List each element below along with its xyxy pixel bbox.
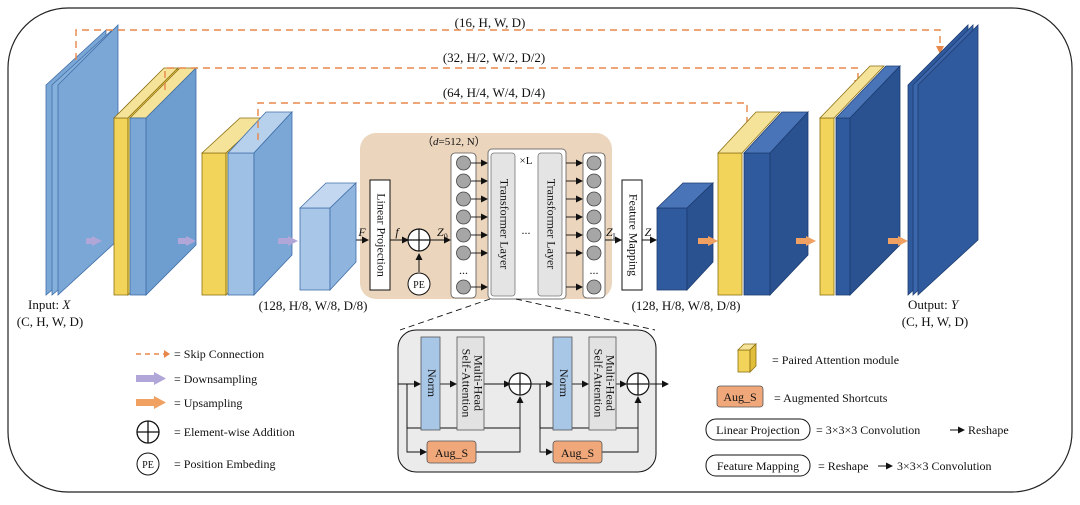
dims-label: （d=512, N） [422, 135, 486, 148]
label-ZL: ZL [606, 225, 618, 241]
mhsa-block-1 [456, 336, 485, 431]
label-f: f [395, 225, 400, 239]
layer-ellipsis: ... [522, 223, 531, 237]
skip-label-3: (64, H/4, W/4, D/4) [443, 85, 545, 100]
pe-circle [407, 272, 431, 296]
token-nodes-out [586, 155, 602, 295]
output-volume [907, 24, 979, 296]
norm-label-2: Norm [557, 369, 571, 398]
encoder-stage-3 [299, 182, 357, 292]
legend-fm-conv: 3×3×3 Convolution [897, 459, 992, 473]
legend-lp-eq: = 3×3×3 Convolution [816, 423, 920, 437]
aug-s-block-1 [426, 440, 477, 464]
output-label: Output: Y [908, 297, 960, 312]
input-label: Input: X [28, 297, 71, 312]
detail-add-1 [508, 372, 532, 396]
transformer-block [360, 133, 612, 299]
aug-s-block-2 [552, 440, 603, 464]
downsampling-arrow [288, 236, 298, 246]
detail-add-2 [626, 372, 650, 396]
feature-mapping-box [621, 179, 643, 291]
add-circle [407, 228, 431, 252]
aug-s-label-2: Aug_S [561, 446, 594, 460]
skip-connections [75, 29, 944, 140]
legend-add-icon [136, 420, 160, 444]
token-arrows-in [471, 159, 488, 291]
upsampling-arrow [708, 236, 718, 246]
transformer-layer-2 [537, 152, 563, 297]
legend-aug: = Augmented Shortcuts [774, 391, 888, 405]
mhsa-label-2a: Multi-Head [603, 355, 617, 411]
input-shape: (C, H, W, D) [17, 314, 83, 329]
linear-projection-label: Linear Projection [374, 193, 388, 277]
legend-paired: = Paired Attention module [772, 353, 899, 367]
token-column-in [450, 152, 477, 299]
linear-projection-box [369, 179, 391, 291]
pe-label: PE [413, 280, 425, 291]
decoder-stage-2 [717, 110, 809, 297]
upsampling-arrow [806, 236, 816, 246]
upsampling-arrow [898, 236, 908, 246]
decoder-bottleneck-shape: (128, H/8, W/8, D/8) [632, 298, 741, 313]
encoder-stage-2 [200, 110, 293, 297]
legend-paired-icon [737, 343, 757, 373]
legend-up-swatch [136, 399, 154, 406]
transformer-layer-2-label: Transformer Layer [544, 179, 558, 270]
legend-aug-badge: Aug_S [723, 390, 756, 404]
aug-s-label-1: Aug_S [435, 446, 468, 460]
token-arrows-out [566, 159, 583, 291]
legend-down: = Downsampling [174, 372, 257, 386]
norm-block-2 [552, 336, 573, 431]
mhsa-block-2 [588, 336, 617, 431]
mhsa-label-1a: Multi-Head [471, 355, 485, 411]
token-column-out [582, 152, 606, 299]
legend-fm-eq: = Reshape [818, 459, 868, 473]
transformer-layer-1-label: Transformer Layer [497, 179, 511, 270]
token-nodes-in [456, 155, 471, 295]
legend-lp-badge-box [705, 418, 811, 441]
downsampling-arrow [92, 236, 102, 246]
decoder-stage-3 [656, 182, 714, 292]
legend-pe-icon [136, 452, 160, 476]
label-Z: Z [645, 225, 652, 239]
legend-aug-icon [716, 385, 764, 408]
legend-down-swatch [136, 375, 154, 382]
norm-label-1: Norm [425, 369, 439, 398]
legend-fm-badge: Feature Mapping [717, 459, 799, 473]
downsampling-arrow [186, 236, 196, 246]
legend-pe: = Position Embeding [174, 457, 275, 471]
mhsa-label-1b: Self-Attention [459, 349, 473, 418]
legend-lp-reshape: Reshape [968, 423, 1009, 437]
legend-fm-badge-box [705, 454, 811, 477]
skip-label-2: (32, H/2, W/2, D/2) [443, 50, 545, 65]
legend-up: = Upsampling [174, 396, 242, 410]
skip-label-1: (16, H, W, D) [455, 15, 526, 30]
legend-skip: = Skip Connection [174, 347, 264, 361]
token-ellipsis-in: ... [459, 263, 468, 277]
zoom-line-left [399, 298, 491, 331]
legend-pe-badge: PE [142, 460, 154, 471]
norm-block-1 [420, 336, 441, 431]
feature-mapping-label: Feature Mapping [626, 194, 640, 276]
legend-add: = Element-wise Addition [174, 425, 295, 439]
zoom-line-right [515, 298, 656, 331]
token-ellipsis-out: ... [590, 263, 599, 277]
legend-lp-badge: Linear Projection [716, 423, 800, 437]
repeat-label: ×L [520, 155, 533, 167]
label-Z0: Z0 [437, 225, 448, 241]
encoder-bottleneck-shape: (128, H/8, W/8, D/8) [259, 298, 368, 313]
output-shape: (C, H, W, D) [902, 314, 968, 329]
transformer-layer-1 [490, 152, 516, 297]
decoder-stage-1 [819, 65, 901, 296]
label-F: F [357, 225, 366, 239]
mhsa-label-2b: Self-Attention [591, 349, 605, 418]
input-volume [45, 24, 119, 296]
